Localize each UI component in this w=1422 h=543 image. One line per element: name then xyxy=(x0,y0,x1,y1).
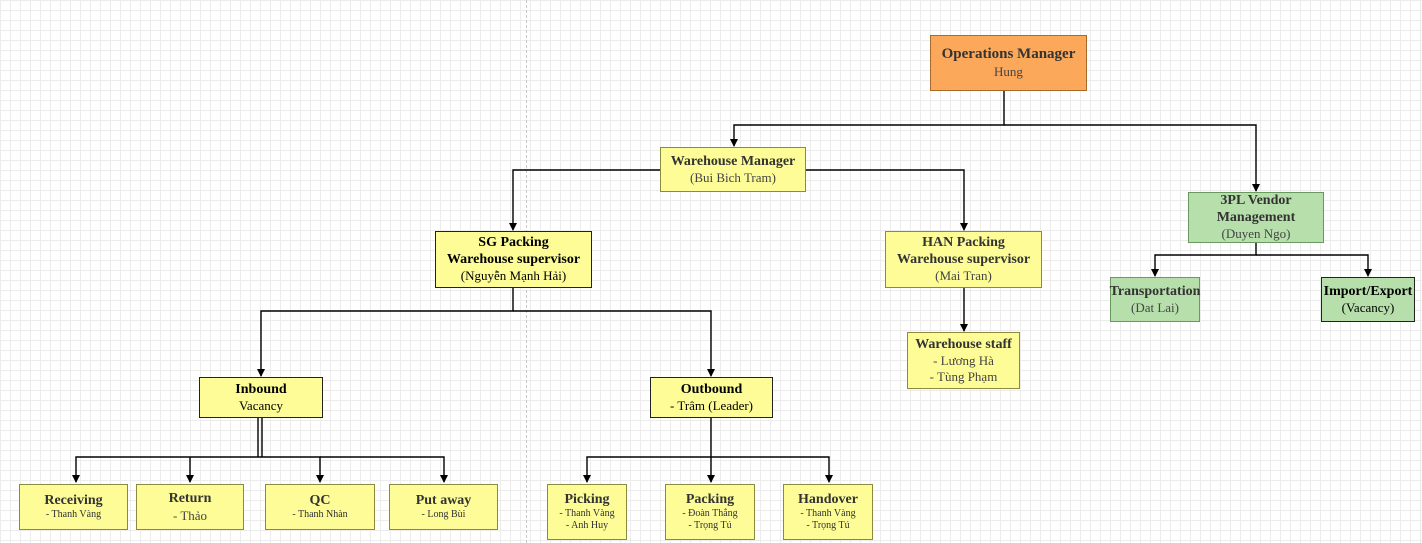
node-person: - Thanh Nhàn xyxy=(292,509,348,521)
edge-inbound-to-qc xyxy=(260,456,324,483)
node-title: Warehouse staff xyxy=(915,336,1012,352)
node-title: Warehouse Manager xyxy=(670,153,796,169)
node-outbound[interactable]: Outbound - Trâm (Leader) xyxy=(650,377,773,418)
node-title-line-1: HAN Packing xyxy=(922,235,1005,251)
node-title: Inbound xyxy=(235,381,287,397)
node-han-packing-supervisor[interactable]: HAN Packing Warehouse supervisor (Mai Tr… xyxy=(885,231,1042,288)
edge-vendor-to-transport xyxy=(1151,243,1257,277)
node-qc[interactable]: QC - Thanh Nhàn xyxy=(265,484,375,530)
node-title-line-1: 3PL Vendor xyxy=(1220,193,1292,209)
edge-warehouse-to-han xyxy=(806,169,968,231)
node-person: Hung xyxy=(994,64,1023,80)
node-person: - Long Bùi xyxy=(421,509,466,521)
node-person: (Duyen Ngo) xyxy=(1221,226,1291,242)
node-person: (Nguyễn Mạnh Hải) xyxy=(460,268,567,284)
node-title-line-2: Management xyxy=(1216,209,1296,225)
node-title: Picking xyxy=(564,491,610,507)
node-person: - Tùng Phạm xyxy=(929,368,998,384)
node-person: - Trâm (Leader) xyxy=(669,398,754,414)
node-title: Packing xyxy=(685,491,735,507)
node-title: Return xyxy=(168,491,212,507)
node-title: Import/Export xyxy=(1323,283,1413,299)
node-title: Handover xyxy=(798,491,858,507)
node-person: - Đoàn Thắng xyxy=(682,508,738,520)
node-title: Outbound xyxy=(680,381,743,397)
edge-inbound-to-receiving xyxy=(72,456,260,483)
node-title: QC xyxy=(309,492,331,508)
node-person: - Trọng Tú xyxy=(688,520,732,532)
edge-sg-to-inbound xyxy=(257,288,514,377)
node-title: Transportation xyxy=(1109,283,1201,299)
node-3pl-vendor-management[interactable]: 3PL Vendor Management (Duyen Ngo) xyxy=(1188,192,1324,243)
edge-sg-to-outbound xyxy=(513,310,715,377)
node-person: - Thanh Vàng xyxy=(800,508,856,520)
node-title-line-2: Warehouse supervisor xyxy=(896,251,1031,267)
node-person: (Mai Tran) xyxy=(935,268,992,284)
edge-outbound-to-picking xyxy=(583,456,711,483)
node-person: (Bui Bich Tram) xyxy=(690,170,776,186)
edge-warehouse-to-sg xyxy=(509,169,660,231)
edge-ops-to-warehouse xyxy=(730,91,1005,147)
node-person: (Vacancy) xyxy=(1341,300,1395,316)
node-inbound[interactable]: Inbound Vacancy xyxy=(199,377,323,418)
node-import-export[interactable]: Import/Export (Vacancy) xyxy=(1321,277,1415,322)
node-person: Vacancy xyxy=(238,398,284,414)
node-warehouse-manager[interactable]: Warehouse Manager (Bui Bich Tram) xyxy=(660,147,806,192)
node-title: Put away xyxy=(415,492,472,508)
edge-inbound-to-putaway xyxy=(320,456,448,483)
node-return[interactable]: Return - Thảo xyxy=(136,484,244,530)
node-title-line-2: Warehouse supervisor xyxy=(446,251,581,267)
node-person: - Anh Huy xyxy=(565,520,609,532)
node-title: Operations Manager xyxy=(941,46,1076,63)
node-person: - Thảo xyxy=(172,507,208,523)
edge-outbound-to-handover xyxy=(711,456,833,483)
node-person: - Trọng Tú xyxy=(806,520,850,532)
node-title: Receiving xyxy=(44,492,103,508)
node-person: - Lương Hà xyxy=(933,353,994,369)
node-sg-packing-supervisor[interactable]: SG Packing Warehouse supervisor (Nguyễn … xyxy=(435,231,592,288)
node-person: - Thanh Vàng xyxy=(559,508,615,520)
node-handover[interactable]: Handover - Thanh Vàng - Trọng Tú xyxy=(783,484,873,540)
node-put-away[interactable]: Put away - Long Bùi xyxy=(389,484,498,530)
node-person: - Thanh Vàng xyxy=(45,509,102,521)
node-receiving[interactable]: Receiving - Thanh Vàng xyxy=(19,484,128,530)
node-person: (Dat Lai) xyxy=(1130,300,1179,316)
node-transportation[interactable]: Transportation (Dat Lai) xyxy=(1110,277,1200,322)
node-picking[interactable]: Picking - Thanh Vàng - Anh Huy xyxy=(547,484,627,540)
node-title-line-1: SG Packing xyxy=(478,235,549,251)
edge-vendor-to-importexport xyxy=(1256,254,1372,277)
edge-ops-to-vendor xyxy=(1004,124,1260,192)
node-packing[interactable]: Packing - Đoàn Thắng - Trọng Tú xyxy=(665,484,755,540)
node-warehouse-staff[interactable]: Warehouse staff - Lương Hà - Tùng Phạm xyxy=(907,332,1020,389)
node-operations-manager[interactable]: Operations Manager Hung xyxy=(930,35,1087,91)
